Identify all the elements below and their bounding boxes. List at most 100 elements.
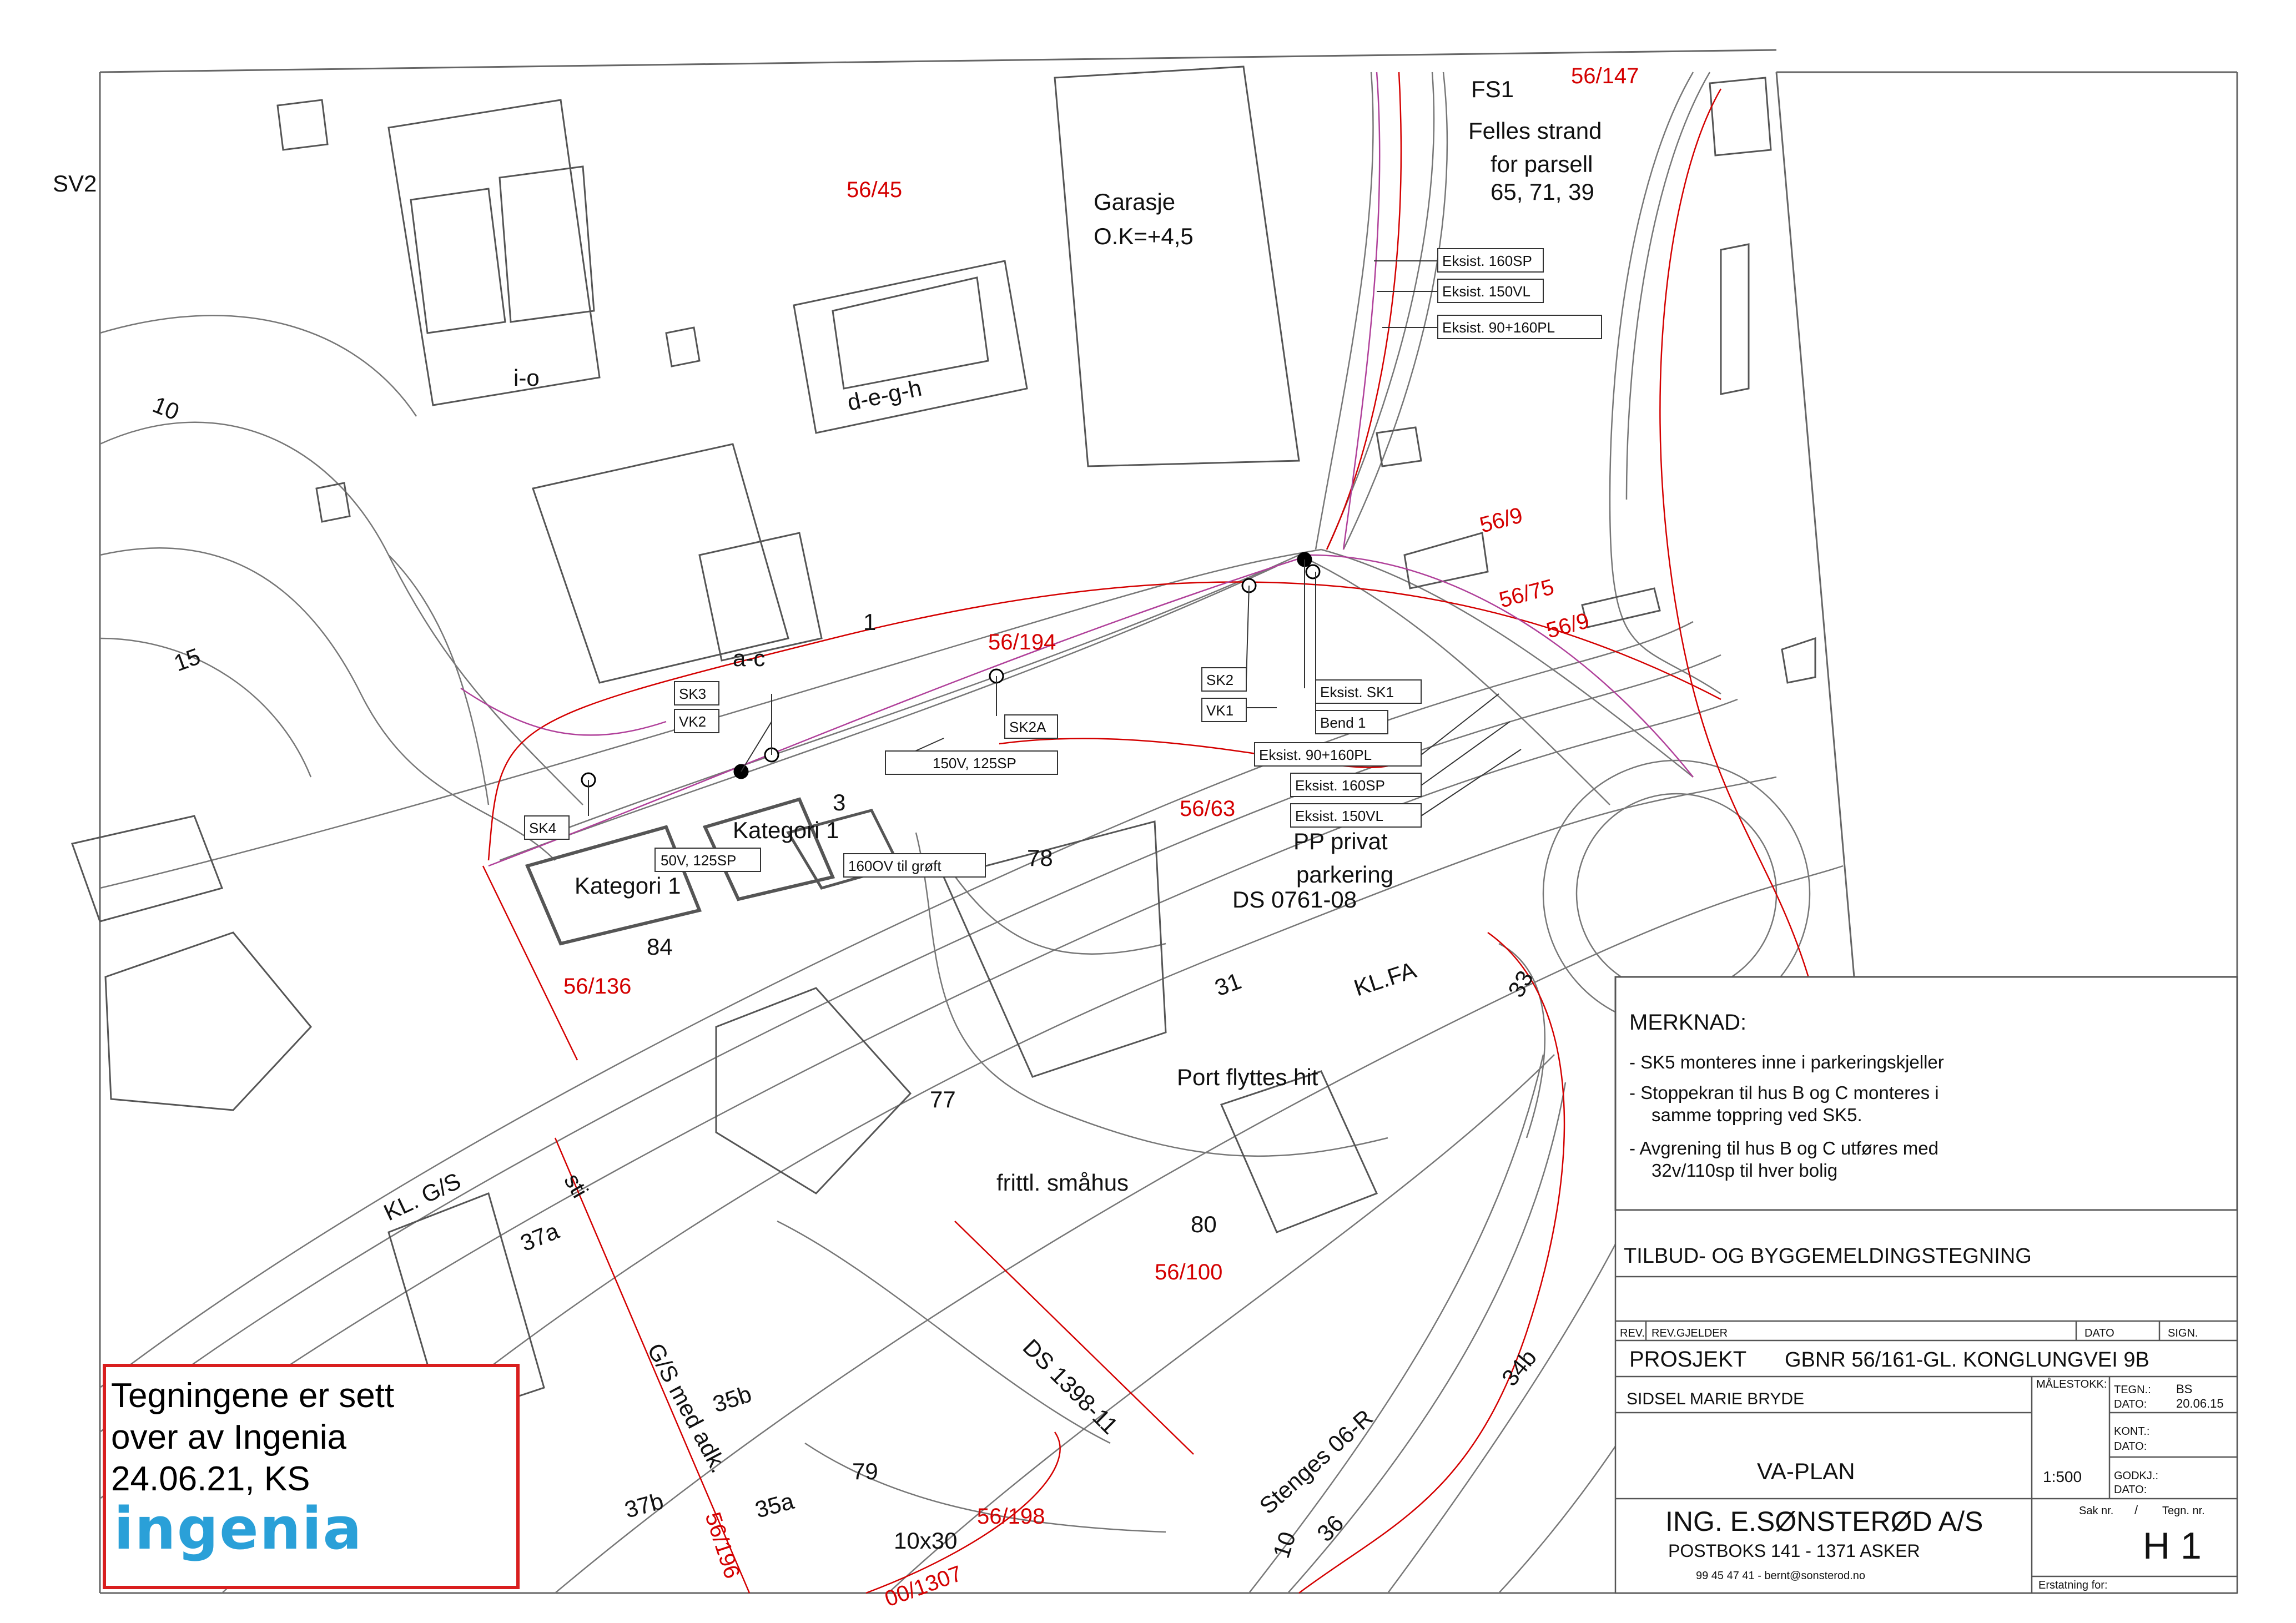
label-ds-0761: DS 0761-08	[1232, 886, 1357, 913]
label-sti: sti	[559, 1169, 593, 1202]
callout-50v: 50V, 125SP	[654, 848, 761, 872]
note-2b: samme toppring ved SK5.	[1651, 1105, 1862, 1125]
label-77: 77	[930, 1086, 956, 1112]
label-for-parsell: for parsell	[1491, 151, 1593, 177]
tb-saknr: Sak nr.	[2079, 1505, 2113, 1517]
label-frittl-smahus: frittl. småhus	[996, 1170, 1129, 1196]
tb-tegn: TEGN.:	[2114, 1384, 2151, 1396]
svg-text:Eksist. 150VL: Eksist. 150VL	[1442, 283, 1530, 300]
callout-eks-sk1: Eksist. SK1	[1315, 679, 1422, 704]
property-lines	[482, 72, 1844, 1594]
tb-client: SIDSEL MARIE BRYDE	[1627, 1390, 1804, 1408]
svg-text:SK2: SK2	[1206, 672, 1233, 688]
title-block-text: TILBUD- OG BYGGEMELDINGSTEGNING REV. REV…	[1620, 1244, 2224, 1591]
label-contour-10: 10	[149, 391, 183, 425]
label-78: 78	[1027, 845, 1053, 871]
svg-text:SK3: SK3	[679, 686, 706, 702]
parcel-56-196: 56/196	[700, 1509, 744, 1581]
tb-dato: DATO	[2084, 1327, 2114, 1339]
tb-phone: 99 45 47 41 - bernt@sonsterod.no	[1696, 1570, 1865, 1582]
svg-text:Eksist. 150VL: Eksist. 150VL	[1295, 808, 1383, 824]
callout-eks90-top: Eksist. 90+160PL	[1437, 315, 1602, 339]
tb-erstatning: Erstatning for:	[2038, 1579, 2108, 1591]
label-10x30: 10x30	[894, 1528, 957, 1554]
tb-sheet-number: H 1	[2143, 1525, 2202, 1567]
label-contour-10b: 10	[1268, 1529, 1301, 1561]
svg-text:VK1: VK1	[1206, 702, 1233, 719]
note-1: - SK5 monteres inne i parkeringskjeller	[1629, 1052, 1944, 1072]
title-block	[1614, 1209, 2238, 1594]
svg-text:150V, 125SP: 150V, 125SP	[933, 755, 1016, 772]
parcel-56-9b: 56/9	[1544, 608, 1592, 643]
label-garasje: Garasje	[1094, 189, 1175, 215]
label-34b: 34b	[1497, 1344, 1542, 1391]
callout-eks160sp-mid: Eksist. 160SP	[1290, 773, 1422, 797]
note-2a: - Stoppekran til hus B og C monteres i	[1629, 1082, 1939, 1103]
tb-kont: KONT.:	[2114, 1425, 2149, 1438]
label-house-1: 1	[863, 609, 876, 635]
tb-revgjelder: REV.GJELDER	[1651, 1327, 1728, 1339]
callout-160ov: 160OV til grøft	[843, 853, 986, 878]
label-sv2: SV2	[53, 170, 97, 196]
label-36: 36	[1312, 1510, 1348, 1546]
parcel-56-45: 56/45	[847, 178, 902, 202]
label-pp-privat: PP privat	[1293, 828, 1388, 854]
label-stenges: Stenges 06-R	[1255, 1404, 1378, 1519]
tb-dato2: DATO:	[2114, 1440, 2147, 1453]
notes-panel: MERKNAD: - SK5 monteres inne i parkering…	[1614, 976, 2238, 1211]
svg-text:Eksist. 160SP: Eksist. 160SP	[1295, 777, 1385, 794]
tb-rev: REV.	[1620, 1327, 1645, 1339]
label-parcel-numbers: 65, 71, 39	[1491, 179, 1594, 205]
tb-address: POSTBOKS 141 - 1371 ASKER	[1668, 1541, 1920, 1561]
label-a-c: a-c	[733, 645, 765, 671]
callout-sk3: SK3	[674, 681, 719, 705]
label-i-o: i-o	[513, 365, 540, 391]
svg-text:Eksist. 90+160PL: Eksist. 90+160PL	[1259, 747, 1372, 763]
tb-tegnnr: Tegn. nr.	[2162, 1505, 2205, 1517]
callout-sk2a: SK2A	[1004, 714, 1058, 739]
buildings	[71, 65, 1816, 1422]
parcel-56-194: 56/194	[988, 630, 1056, 654]
tb-malestokk: MÅLESTOKK:	[2036, 1378, 2107, 1390]
note-3a: - Avgrening til hus B og C utføres med	[1629, 1138, 1938, 1158]
callout-bend1: Bend 1	[1315, 710, 1388, 734]
ingenia-logo: ingenia	[114, 1495, 363, 1562]
review-stamp: Tegningene er sett over av Ingenia 24.06…	[103, 1364, 520, 1589]
callout-150v: 150V, 125SP	[885, 750, 1058, 775]
label-kl-gs: KL. G/S	[380, 1167, 465, 1226]
stamp-line-1: Tegningene er sett	[111, 1377, 394, 1415]
svg-text:Eksist. SK1: Eksist. SK1	[1320, 684, 1394, 700]
label-house-3: 3	[833, 789, 845, 815]
notes-title: MERKNAD:	[1629, 1010, 1746, 1035]
label-ok-height: O.K=+4,5	[1094, 223, 1194, 249]
tb-company: ING. E.SØNSTERØD A/S	[1665, 1506, 1983, 1537]
parcel-56-100: 56/100	[1155, 1260, 1222, 1284]
callout-sk4: SK4	[524, 815, 570, 840]
svg-text:Bend 1: Bend 1	[1320, 714, 1366, 731]
label-contour-15: 15	[170, 643, 204, 676]
label-33: 33	[1503, 966, 1538, 1002]
parcel-56-63: 56/63	[1180, 797, 1235, 821]
tb-tilbud: TILBUD- OG BYGGEMELDINGSTEGNING	[1624, 1244, 2032, 1268]
callout-vk2: VK2	[674, 709, 719, 733]
svg-text:SK4: SK4	[529, 820, 556, 836]
base-map-lines	[99, 72, 1844, 1594]
svg-text:50V, 125SP: 50V, 125SP	[661, 852, 736, 869]
tb-dato3: DATO:	[2114, 1484, 2147, 1496]
label-35b: 35b	[709, 1380, 754, 1417]
label-37b: 37b	[622, 1488, 666, 1523]
label-port-flyttes: Port flyttes hit	[1177, 1064, 1318, 1090]
callout-leaders	[588, 260, 1522, 816]
pipe-callouts: Eksist. 160SP Eksist. 150VL Eksist. 90+1…	[524, 248, 1602, 878]
svg-text:Eksist. 90+160PL: Eksist. 90+160PL	[1442, 319, 1555, 336]
callout-eks90-mid: Eksist. 90+160PL	[1254, 742, 1422, 767]
callout-eks150vl-top: Eksist. 150VL	[1437, 279, 1544, 303]
stamp-line-3: 24.06.21, KS	[111, 1460, 310, 1498]
tb-prosjekt-value: GBNR 56/161-GL. KONGLUNGVEI 9B	[1785, 1348, 2149, 1372]
label-31: 31	[1211, 967, 1245, 1001]
label-35a: 35a	[752, 1488, 797, 1523]
label-ds-1398: DS 1398-11	[1018, 1334, 1124, 1439]
label-80: 80	[1191, 1211, 1217, 1237]
svg-text:SK2A: SK2A	[1009, 719, 1046, 735]
